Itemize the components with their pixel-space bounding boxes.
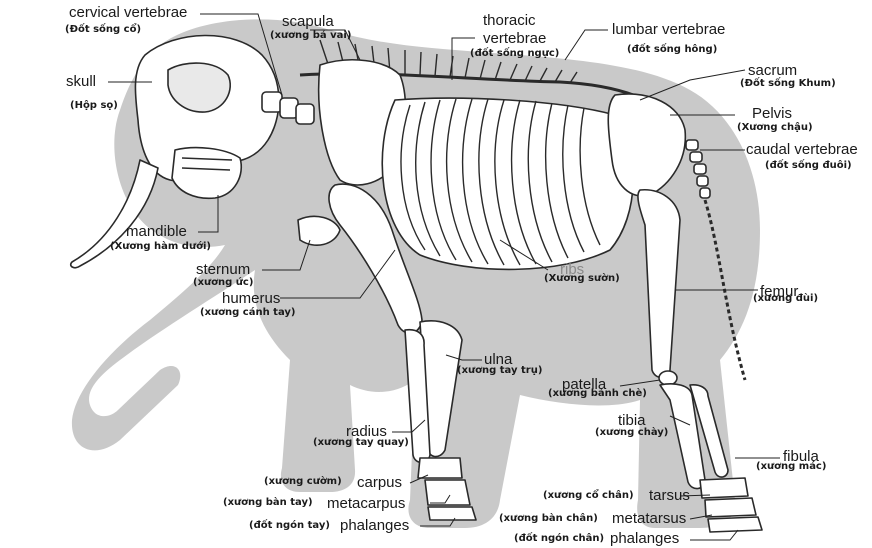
carpus-translation: (xương cườm) <box>264 477 342 487</box>
phalanges-front-label: phalanges <box>340 518 409 533</box>
thoracic-label-line1: thoracic <box>483 13 536 28</box>
mandible-bone <box>172 148 241 199</box>
metatarsus-label: metatarsus <box>612 511 686 526</box>
metacarpus-bone <box>425 480 470 505</box>
lumbar-leader <box>565 30 608 60</box>
carpus-bone <box>418 458 462 478</box>
phalanges-hind-translation: (đốt ngón chân) <box>514 534 604 544</box>
hind-phalanges-bone <box>708 517 762 532</box>
tarsus-translation: (xương cổ chân) <box>543 491 634 501</box>
thoracic-translation: (đốt sống ngực) <box>470 49 559 59</box>
pelvis-translation: (Xương chậu) <box>737 123 813 133</box>
lumbar-translation: (đốt sống hông) <box>627 45 717 55</box>
metatarsus-translation: (xương bàn chân) <box>499 514 598 524</box>
phalanges-front-translation: (đốt ngón tay) <box>249 521 330 531</box>
lumbar-label: lumbar vertebrae <box>612 22 725 37</box>
patella-bone <box>659 371 677 385</box>
mandible-translation: (Xương hàm dưới) <box>110 242 211 252</box>
skull-label: skull <box>66 74 96 89</box>
sternum-label: sternum <box>196 262 250 277</box>
pelvis-label: Pelvis <box>752 106 792 121</box>
cervical-translation: (Đốt sống cổ) <box>65 25 141 35</box>
mandible-label: mandible <box>126 224 187 239</box>
cervical-label: cervical vertebrae <box>69 5 187 20</box>
fibula-translation: (xương mác) <box>756 462 826 472</box>
humerus-translation: (xương cánh tay) <box>200 308 295 318</box>
humerus-label: humerus <box>222 291 280 306</box>
ulna-translation: (xương tay trụ) <box>457 366 542 376</box>
femur-translation: (xương đùi) <box>753 294 818 304</box>
skull-translation: (Hộp sọ) <box>70 101 118 111</box>
phalanges-hind-label: phalanges <box>610 531 679 546</box>
ribs-translation: (Xương sườn) <box>544 274 620 284</box>
front-phalanges-bone <box>428 507 476 520</box>
metacarpus-label: metacarpus <box>327 496 405 511</box>
caudal-translation: (đốt sống đuôi) <box>765 161 852 171</box>
scapula-label: scapula <box>282 14 334 29</box>
caudal-label: caudal vertebrae <box>746 142 858 157</box>
sternum-translation: (xương ức) <box>193 278 253 288</box>
scapula-translation: (xương bả vai) <box>270 31 351 41</box>
thoracic-label-line2: vertebrae <box>483 31 546 46</box>
carpus-label: carpus <box>357 475 402 490</box>
tarsus-label: tarsus <box>649 488 690 503</box>
sacrum-label: sacrum <box>748 63 797 78</box>
metacarpus-translation: (xương bàn tay) <box>223 498 313 508</box>
patella-translation: (xương bánh chè) <box>548 389 647 399</box>
tibia-translation: (xương chày) <box>595 428 668 438</box>
radius-translation: (xương tay quay) <box>313 438 409 448</box>
sacrum-translation: (Đốt sống Khum) <box>740 79 836 89</box>
tibia-label: tibia <box>618 413 646 428</box>
metatarsus-bone <box>705 498 756 517</box>
